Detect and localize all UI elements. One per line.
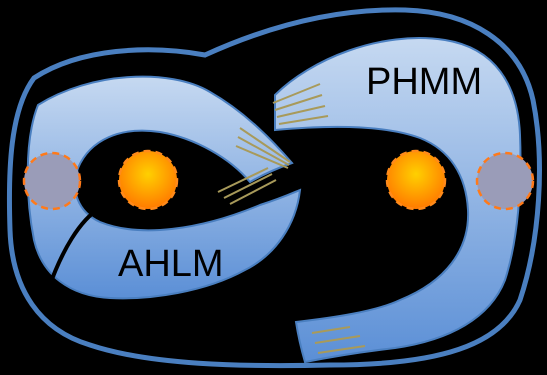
- right-port: [477, 153, 533, 209]
- left-core: [119, 151, 177, 209]
- left-port: [24, 153, 80, 209]
- ahlm-label: AHLM: [118, 243, 224, 285]
- right-core: [387, 151, 445, 209]
- phmm-label: PHMM: [366, 61, 482, 103]
